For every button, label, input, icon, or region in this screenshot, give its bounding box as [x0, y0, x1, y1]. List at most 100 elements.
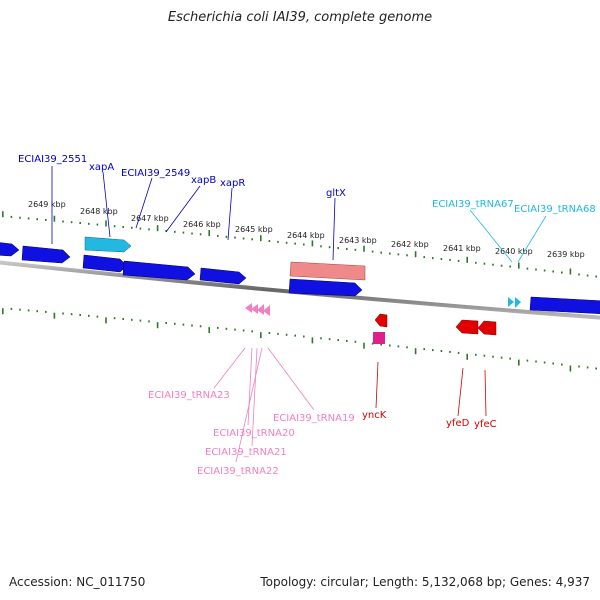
minor-tick [586, 366, 589, 369]
gene-arrow-gltX-rRNA[interactable] [289, 261, 366, 281]
minor-tick [354, 340, 357, 343]
minor-tick [552, 270, 554, 273]
major-tick [2, 211, 4, 218]
connector-line [457, 367, 464, 417]
gene-label[interactable]: ECIAI39_tRNA22 [197, 466, 279, 477]
gene-label[interactable]: ECIAI39_2551 [18, 154, 87, 165]
gene-label[interactable]: xapB [191, 175, 216, 186]
gene-label[interactable]: xapR [220, 178, 245, 189]
tRNA-arrow[interactable] [508, 297, 514, 307]
minor-tick [139, 227, 142, 230]
feature-labels-top: ECIAI39_2551 xapA ECIAI39_2549 xapB xapR… [18, 154, 596, 215]
minor-tick [79, 222, 81, 224]
minor-tick [380, 251, 382, 254]
minor-tick [535, 360, 537, 363]
minor-tick [526, 359, 529, 362]
minor-tick [320, 337, 322, 340]
kbp-label: 2640 kbp [495, 247, 533, 256]
kbp-label: 2648 kbp [80, 207, 118, 216]
minor-tick [492, 263, 494, 266]
minor-tick [440, 258, 443, 260]
connector-line [332, 197, 336, 261]
minor-tick [234, 328, 236, 331]
minor-tick [500, 264, 503, 267]
minor-tick [406, 346, 408, 349]
gene-label[interactable]: ECIAI39_tRNA20 [213, 428, 295, 439]
genome-summary-text: Topology: circular; Length: 5,132,068 bp… [260, 575, 590, 589]
gene-label[interactable]: gltX [326, 188, 346, 199]
gene-arrow-yfeC[interactable] [477, 320, 497, 336]
minor-tick [10, 307, 13, 310]
gene-arrow[interactable] [0, 242, 20, 257]
minor-tick [371, 342, 374, 345]
kbp-label: 2641 kbp [443, 244, 481, 253]
tick-row-inner [2, 307, 597, 372]
kbp-label: 2639 kbp [547, 250, 585, 259]
connector-line [267, 347, 315, 411]
minor-tick [182, 323, 185, 326]
gene-label[interactable]: yncK [362, 410, 387, 421]
minor-tick [36, 218, 38, 221]
tRNA-arrow-pink[interactable] [263, 305, 270, 316]
gene-label[interactable]: yfeD [446, 418, 470, 429]
major-tick [53, 215, 56, 222]
minor-tick [174, 322, 176, 325]
minor-tick [475, 353, 477, 356]
gene-label[interactable]: yfeC [474, 419, 497, 430]
connector-line [517, 215, 547, 263]
gene-arrow-yncK[interactable] [374, 313, 388, 328]
gene-label[interactable]: xapA [89, 162, 114, 173]
minor-tick [543, 361, 546, 364]
minor-tick [45, 310, 47, 313]
minor-tick [457, 351, 460, 354]
minor-tick [268, 332, 271, 334]
connector-line [135, 177, 153, 229]
gene-label[interactable]: ECIAI39_tRNA21 [205, 447, 287, 458]
minor-tick [578, 365, 580, 368]
minor-tick [277, 240, 279, 243]
forward-genes [0, 236, 600, 314]
minor-tick [268, 240, 271, 242]
gene-arrow-ECIAI39_2551[interactable] [21, 245, 71, 264]
minor-tick [457, 259, 460, 262]
minor-tick [242, 237, 245, 240]
gene-arrow-xapB[interactable] [199, 267, 247, 285]
minor-tick [36, 310, 38, 313]
minor-tick [27, 309, 30, 312]
minor-tick [285, 333, 288, 336]
minor-tick [182, 231, 185, 234]
pseudo-gene[interactable] [373, 332, 385, 344]
major-tick [414, 251, 417, 258]
connector-line [247, 347, 253, 426]
tRNA-arrow-pink[interactable] [245, 303, 252, 313]
gene-arrow-ECIAI39_2549[interactable] [122, 260, 196, 281]
minor-tick [449, 258, 451, 261]
gene-label[interactable]: ECIAI39_tRNA19 [273, 413, 355, 424]
major-tick [105, 220, 107, 227]
tRNA-arrow-pink[interactable] [251, 304, 258, 314]
minor-tick [131, 226, 133, 229]
connector-line [469, 209, 513, 263]
gene-label[interactable]: ECIAI39_tRNA67 [432, 199, 514, 210]
minor-tick [354, 248, 357, 251]
gene-arrow-right[interactable] [529, 296, 600, 314]
gene-label[interactable]: ECIAI39_tRNA23 [148, 390, 230, 401]
minor-tick [380, 343, 382, 346]
gene-label[interactable]: ECIAI39_2549 [121, 168, 190, 179]
minor-tick [122, 318, 124, 320]
connector-line [484, 369, 487, 417]
tRNA-arrow[interactable] [515, 297, 521, 308]
minor-tick [45, 218, 47, 221]
major-tick [208, 230, 210, 237]
gene-arrow-yfeD[interactable] [455, 319, 479, 335]
minor-tick [500, 356, 503, 359]
gene-label[interactable]: ECIAI39_tRNA68 [514, 204, 596, 215]
gene-arrow-xapA-lower[interactable] [82, 254, 128, 273]
minor-tick [277, 332, 279, 335]
major-tick [363, 245, 365, 252]
gene-arrow-xapA[interactable] [84, 236, 132, 253]
minor-tick [294, 334, 296, 337]
gene-arrow-gltX[interactable] [288, 278, 363, 297]
tRNA-arrow-pink[interactable] [257, 304, 264, 315]
minor-tick [148, 228, 150, 231]
